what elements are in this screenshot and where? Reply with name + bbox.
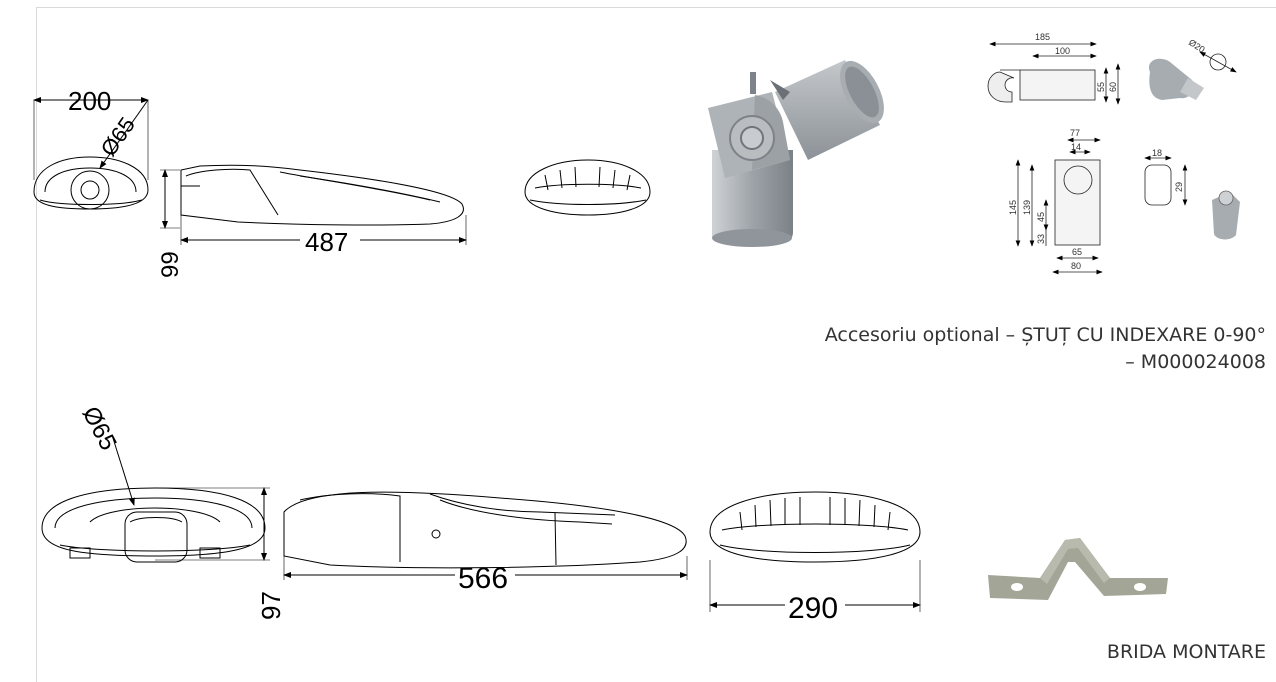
dim-487-label: 487 xyxy=(305,227,348,257)
acc-dim-29: 29 xyxy=(1174,182,1184,192)
top-front-view xyxy=(33,97,149,210)
acc-dim-80: 80 xyxy=(1071,261,1081,271)
acc-dim-60: 60 xyxy=(1108,82,1118,92)
accessory-caption: Accesoriu optional – ȘTUȚ CU INDEXARE 0-… xyxy=(825,322,1266,376)
bottom-side-view xyxy=(283,491,688,580)
accessory-caption-line1: Accesoriu optional – ȘTUȚ CU INDEXARE 0-… xyxy=(824,324,1266,346)
acc-dim-65: 65 xyxy=(1072,247,1082,257)
acc-dim-100: 100 xyxy=(1055,46,1070,56)
dim-d65-bottom-label: Ø65 xyxy=(77,402,122,455)
dim-d65-top-label: Ø65 xyxy=(96,112,140,160)
acc-dim-18: 18 xyxy=(1152,148,1162,158)
bottom-rear-view xyxy=(709,491,921,612)
frame-top-line xyxy=(36,7,1276,8)
dim-566-label: 566 xyxy=(458,562,508,595)
dim-290-label: 290 xyxy=(788,592,838,625)
acc-dim-14: 14 xyxy=(1071,142,1081,152)
acc-dim-33: 33 xyxy=(1036,234,1046,244)
acc-dim-145: 145 xyxy=(1008,200,1018,215)
frame-left-line xyxy=(36,7,37,682)
acc-dim-55: 55 xyxy=(1096,82,1106,92)
dim-200-label: 200 xyxy=(68,86,111,116)
accessory-spigot-image xyxy=(708,60,884,247)
acc-dim-185: 185 xyxy=(1035,32,1050,42)
bracket-caption: BRIDA MONTARE xyxy=(1106,641,1266,663)
accessory-dimension-drawing xyxy=(987,41,1240,275)
acc-dim-d20: Ø20 xyxy=(1187,37,1207,54)
top-rear-view xyxy=(524,159,651,216)
acc-dim-45: 45 xyxy=(1036,212,1046,222)
dim-99-label: 99 xyxy=(157,251,184,278)
acc-dim-77: 77 xyxy=(1070,128,1080,138)
mounting-bracket-image xyxy=(988,538,1168,600)
acc-dim-139: 139 xyxy=(1022,200,1032,215)
bottom-front-view xyxy=(41,434,270,563)
dim-97-label: 97 xyxy=(256,591,286,620)
accessory-caption-line2: – M000024008 xyxy=(1125,351,1266,373)
top-side-view xyxy=(160,164,467,245)
